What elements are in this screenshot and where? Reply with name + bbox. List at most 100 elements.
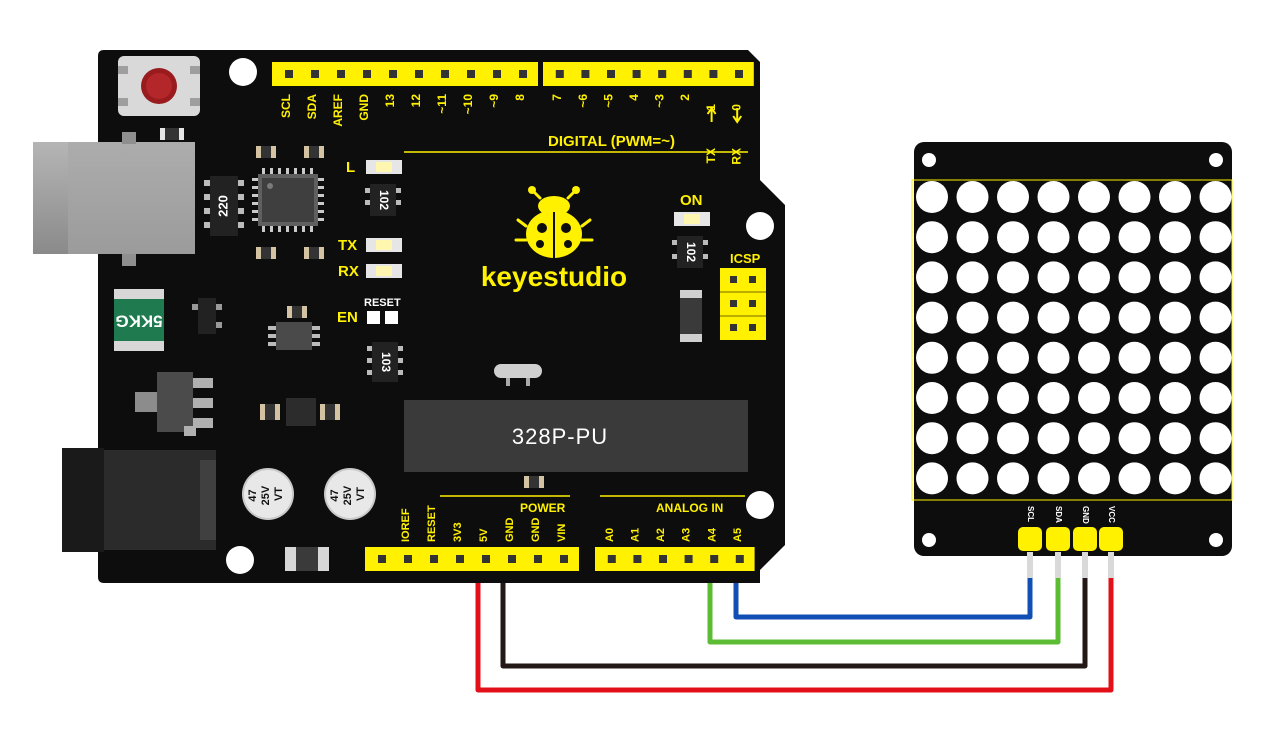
digital-pin-label: ~11 xyxy=(435,94,449,114)
capacitor-1: 47 25V VT xyxy=(242,468,294,520)
header-socket[interactable] xyxy=(607,555,616,563)
matrix-led xyxy=(997,221,1029,254)
matrix-pin-socket[interactable] xyxy=(1099,527,1123,551)
matrix-led xyxy=(997,301,1029,334)
matrix-led xyxy=(1159,382,1191,414)
digital-header-left[interactable] xyxy=(272,62,538,86)
header-socket[interactable] xyxy=(430,555,438,563)
analog-pin-label: A5 xyxy=(732,528,744,542)
matrix-led xyxy=(916,422,948,455)
mount-hole xyxy=(922,153,936,167)
header-socket[interactable] xyxy=(482,555,490,563)
power-pin-label: GND xyxy=(530,518,542,543)
header-socket[interactable] xyxy=(363,70,371,78)
header-socket[interactable] xyxy=(285,70,293,78)
header-socket[interactable] xyxy=(560,555,568,563)
digital-pin-label: AREF xyxy=(331,94,345,127)
matrix-led xyxy=(956,261,989,294)
matrix-led xyxy=(1199,422,1232,455)
header-socket[interactable] xyxy=(404,555,412,563)
digital-pin-label: RX xyxy=(729,148,743,165)
fuse: 5KKG xyxy=(114,289,164,351)
resistor-array-102-a: 102 xyxy=(365,184,401,216)
analog-title: ANALOG IN xyxy=(656,501,723,515)
header-socket[interactable] xyxy=(659,555,667,563)
header-socket[interactable] xyxy=(415,70,423,78)
header-socket[interactable] xyxy=(378,555,386,563)
header-socket[interactable] xyxy=(555,70,564,78)
header-socket[interactable] xyxy=(735,70,743,78)
crystal xyxy=(494,364,542,386)
matrix-led xyxy=(1118,422,1151,455)
header-socket[interactable] xyxy=(684,555,693,563)
capacitor-label: 47 25V VT xyxy=(329,483,367,506)
matrix-pin xyxy=(1027,552,1033,578)
svg-text:102: 102 xyxy=(377,190,391,210)
header-socket[interactable] xyxy=(534,555,542,563)
voltage-regulator xyxy=(135,372,213,436)
header-socket[interactable] xyxy=(709,70,718,78)
svg-text:103: 103 xyxy=(379,352,393,372)
header-socket[interactable] xyxy=(658,70,667,78)
matrix-led xyxy=(1159,422,1191,455)
led-label-tx: TX xyxy=(338,237,357,254)
matrix-led xyxy=(916,301,948,334)
header-socket[interactable] xyxy=(581,70,590,78)
wire-a4-sda xyxy=(707,560,1061,645)
matrix-led xyxy=(1037,261,1070,294)
matrix-pin-socket[interactable] xyxy=(1046,527,1070,551)
mount-hole xyxy=(229,58,257,86)
mount-hole xyxy=(1209,533,1223,547)
digital-header-right[interactable] xyxy=(543,62,754,86)
power-pin-label: 3V3 xyxy=(452,522,464,542)
mount-hole xyxy=(746,212,774,240)
digital-pin-label: ~3 xyxy=(653,94,667,108)
small-ic xyxy=(268,322,320,350)
header-socket[interactable] xyxy=(311,70,319,78)
label-en: EN xyxy=(337,309,358,326)
header-socket[interactable] xyxy=(519,70,527,78)
matrix-led xyxy=(1078,261,1110,294)
matrix-led xyxy=(1159,181,1191,213)
matrix-led xyxy=(1118,341,1151,374)
matrix-led xyxy=(916,382,948,414)
analog-pin-label: A3 xyxy=(681,528,693,542)
matrix-led xyxy=(1078,341,1110,374)
power-header[interactable] xyxy=(365,547,579,571)
header-socket[interactable] xyxy=(683,70,692,78)
reset-button[interactable] xyxy=(118,56,200,116)
arduino-board: 5KKG xyxy=(33,50,785,583)
header-socket[interactable] xyxy=(735,555,744,563)
matrix-led xyxy=(1078,382,1110,414)
matrix-dots xyxy=(916,181,1232,495)
header-socket[interactable] xyxy=(607,70,615,78)
analog-header[interactable] xyxy=(595,547,755,571)
header-socket[interactable] xyxy=(337,70,345,78)
matrix-led xyxy=(1118,382,1151,414)
header-socket[interactable] xyxy=(710,555,719,563)
header-socket[interactable] xyxy=(389,70,397,78)
header-socket[interactable] xyxy=(632,70,641,78)
matrix-led xyxy=(997,341,1029,374)
digital-pin-number: 1 xyxy=(704,104,718,111)
header-socket[interactable] xyxy=(633,555,642,563)
digital-pin-number: 0 xyxy=(729,104,743,111)
header-socket[interactable] xyxy=(493,70,501,78)
header-body xyxy=(365,547,579,571)
power-pin-label: IOREF xyxy=(400,508,412,542)
led-label-on: ON xyxy=(680,192,703,209)
header-socket[interactable] xyxy=(508,555,516,563)
svg-text:102: 102 xyxy=(684,242,698,262)
header-socket[interactable] xyxy=(441,70,449,78)
header-socket[interactable] xyxy=(456,555,464,563)
matrix-pin-socket[interactable] xyxy=(1018,527,1042,551)
power-pin-label: VIN xyxy=(556,524,568,542)
matrix-led xyxy=(1078,221,1110,254)
matrix-led xyxy=(916,462,948,495)
header-socket[interactable] xyxy=(467,70,475,78)
matrix-pin-socket[interactable] xyxy=(1073,527,1097,551)
icsp-header[interactable] xyxy=(720,268,766,340)
